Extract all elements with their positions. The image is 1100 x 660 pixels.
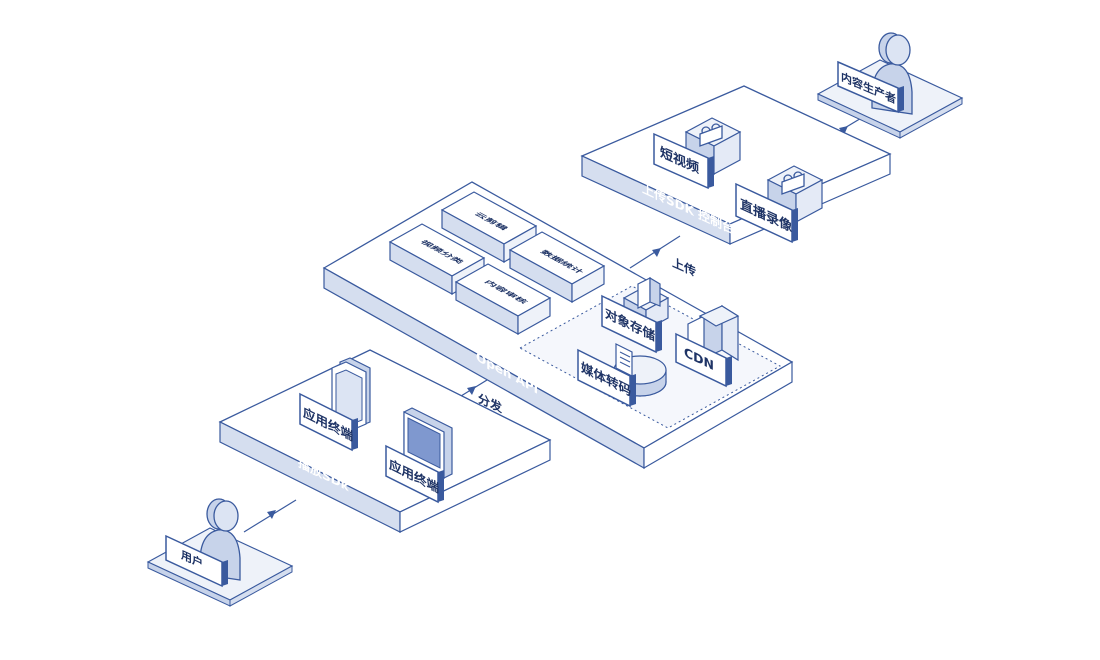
user-label-tag: 用户 (165, 534, 228, 588)
upload-edge-label: 上传 (672, 255, 696, 280)
connector-play-to-user (243, 499, 297, 533)
cdn-tag: CDN (675, 332, 732, 388)
play-platform: 播放SDk 应用终端 应用终端 (218, 349, 552, 533)
connector-upload-to-center (629, 235, 681, 269)
block-content-review: 内容审核 (454, 263, 552, 336)
cdn-icon (687, 304, 740, 362)
user-node: 用户 (146, 498, 294, 607)
producer-node: 内容生产者 (816, 32, 964, 139)
mobile-device-icon (331, 357, 371, 431)
upload-platform: 上传SDK 控制台 短视频 (580, 85, 892, 245)
block-data-stats: 数据统计 (508, 231, 606, 304)
transcode-tag: 媒体转码 (577, 348, 636, 408)
video-camera-icon (781, 171, 805, 195)
center-platform: Open API 云剪辑 视频分类 数据统计 内容审核 (322, 181, 794, 470)
video-camera-icon (699, 123, 723, 147)
